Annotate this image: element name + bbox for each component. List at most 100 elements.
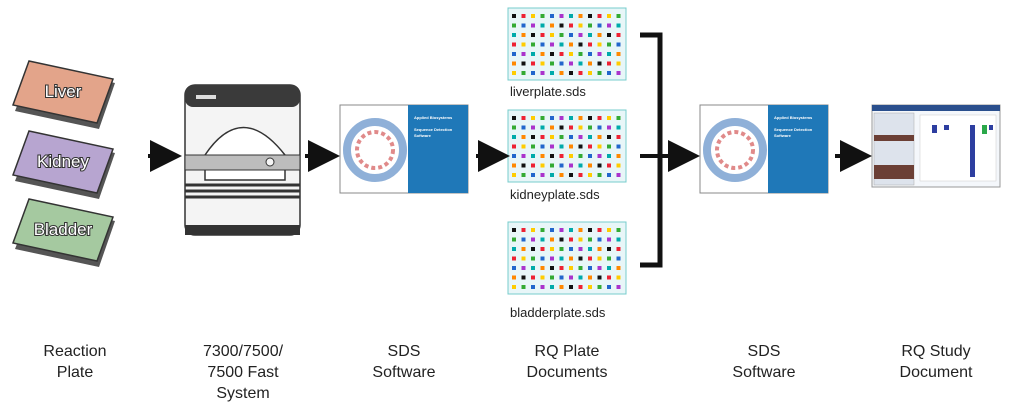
plate-well [512,173,516,177]
plate-well [521,33,526,37]
plate-well [616,125,621,130]
plate-well [607,247,611,251]
plate-well [578,163,583,168]
plate-well [569,14,573,18]
plate-well [597,116,602,120]
plate-well [521,23,526,28]
plate-well [531,61,535,66]
plate-well [512,266,516,270]
plate-well [569,173,573,177]
plate-well [521,237,526,242]
plate-well [607,285,611,289]
plate-well [540,256,545,261]
plate-well [521,163,526,168]
plate-well [616,52,621,56]
plate-well [512,154,516,158]
plate-well [569,228,573,232]
plate-well [521,247,526,251]
plate-well [597,14,602,18]
plate-well [569,135,573,139]
plate-well [578,266,583,270]
plate-well [531,285,535,289]
plate-label-kidney: Kidney [37,152,89,171]
plate-well [521,135,526,139]
plate-well [578,144,583,149]
plate-well [540,228,545,232]
plate-well [550,173,554,177]
plate-well [569,247,573,251]
plate-well [578,135,583,139]
plate-well [597,33,602,37]
plate-well [540,163,545,168]
plate-well [521,52,526,56]
step-label-rq-study-2: Document [900,364,973,381]
plate-well [569,42,573,47]
plate-well [569,275,573,280]
plate-well [607,61,611,66]
plate-well [559,135,564,139]
plate-well [559,266,564,270]
plate-well [578,154,583,158]
plate-well [550,71,554,75]
plate-well [531,116,535,120]
plate-well [597,52,602,56]
step-label-rq-plate-2: Documents [527,364,608,381]
plate-well [531,23,535,28]
plate-well [588,247,592,251]
plate-well [550,61,554,66]
plate-well [550,125,554,130]
plate-well [559,275,564,280]
plate-well [616,135,621,139]
plate-well [531,228,535,232]
plate-well [616,14,621,18]
plate-well [616,275,621,280]
plate-well [607,266,611,270]
plate-well [559,237,564,242]
plate-well [578,285,583,289]
plate-well [540,173,545,177]
plate-well [550,33,554,37]
step-label-rq-study-1: RQ Study [901,343,970,360]
plate-well [569,237,573,242]
kidney-plate: Kidney [12,130,115,199]
step-label-sds-2-2: Software [732,364,795,381]
plate-well [521,266,526,270]
plate-well [569,61,573,66]
plate-well [559,144,564,149]
plate-well [531,125,535,130]
plate-well [540,14,545,18]
plate-well [578,71,583,75]
plate-well [540,33,545,37]
plate-well [540,125,545,130]
plate-well [616,42,621,47]
plate-well [569,71,573,75]
plate-well [607,125,611,130]
file-label-bladder: bladderplate.sds [510,305,606,320]
plate-well [588,52,592,56]
plate-well [597,256,602,261]
plate-well [531,52,535,56]
plate-well [607,173,611,177]
plate-well [569,116,573,120]
plate-well [521,173,526,177]
plate-well [616,154,621,158]
software-brand: Applied Biosystems [414,115,453,120]
plate-well [559,33,564,37]
plate-well [569,125,573,130]
plate-well [607,116,611,120]
software-brand-2: Applied Biosystems [774,115,813,120]
plate-well [597,247,602,251]
plate-well [550,42,554,47]
plate-well [588,275,592,280]
plate-well [578,247,583,251]
plate-well [540,144,545,149]
plate-well [540,52,545,56]
plate-well [616,173,621,177]
rq-plate-document-bladder [507,221,627,295]
plate-well [597,71,602,75]
plate-well [597,173,602,177]
plate-well [540,116,545,120]
plate-well [597,163,602,168]
plate-well [588,14,592,18]
plate-well [588,42,592,47]
